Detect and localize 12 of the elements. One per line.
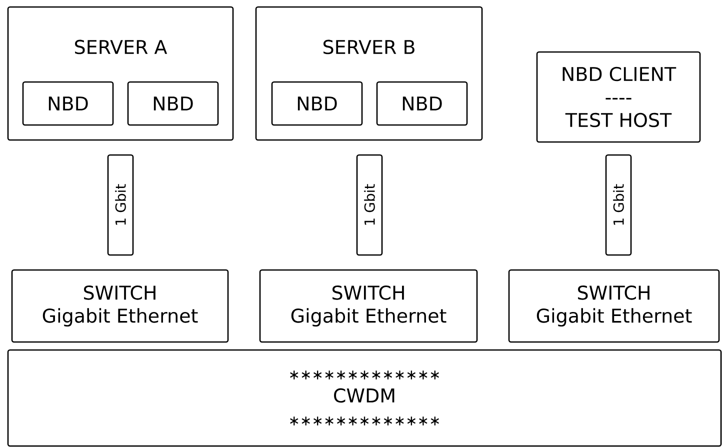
nbd-box: NBD: [127, 81, 219, 126]
cwdm-box: ∗∗∗∗∗∗∗∗∗∗∗∗∗ CWDM ∗∗∗∗∗∗∗∗∗∗∗∗∗: [7, 349, 722, 447]
link-box: 1 Gbit: [356, 154, 383, 256]
nbd-box: NBD: [376, 81, 468, 126]
switch-box: SWITCH Gigabit Ethernet: [11, 269, 229, 343]
nbd-box: NBD: [271, 81, 363, 126]
link-box: 1 Gbit: [605, 154, 632, 256]
client-box: NBD CLIENT ---- TEST HOST: [536, 51, 701, 143]
link-box: 1 Gbit: [107, 154, 134, 256]
switch-box: SWITCH Gigabit Ethernet: [508, 269, 720, 343]
nbd-box: NBD: [22, 81, 114, 126]
switch-box: SWITCH Gigabit Ethernet: [259, 269, 478, 343]
